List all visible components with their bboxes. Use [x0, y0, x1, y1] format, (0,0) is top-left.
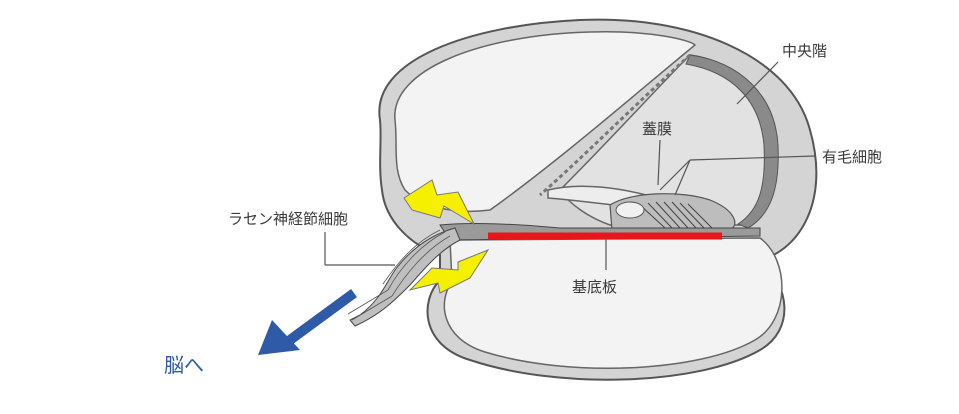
hair-cell-region	[609, 193, 736, 231]
label-rasen-shinkei: ラセン神経節細胞	[228, 210, 348, 228]
label-gai-maku: 蓋膜	[642, 120, 672, 138]
scala-tympani	[443, 237, 783, 370]
lightning-bolt-icon	[408, 248, 490, 294]
leader-lines	[324, 61, 816, 270]
label-kitei-ban: 基底板	[572, 278, 617, 296]
label-chuo-kai: 中央階	[782, 42, 827, 60]
scala-vestibuli	[394, 30, 697, 213]
lightning-bolt-icon	[403, 179, 476, 226]
arrow-down-left-icon	[258, 289, 357, 355]
label-no-he: 脳へ	[164, 353, 204, 377]
scala-media	[539, 53, 779, 229]
label-yumou-saibou: 有毛細胞	[822, 148, 882, 166]
spiral-ganglion-nerve	[347, 227, 461, 327]
